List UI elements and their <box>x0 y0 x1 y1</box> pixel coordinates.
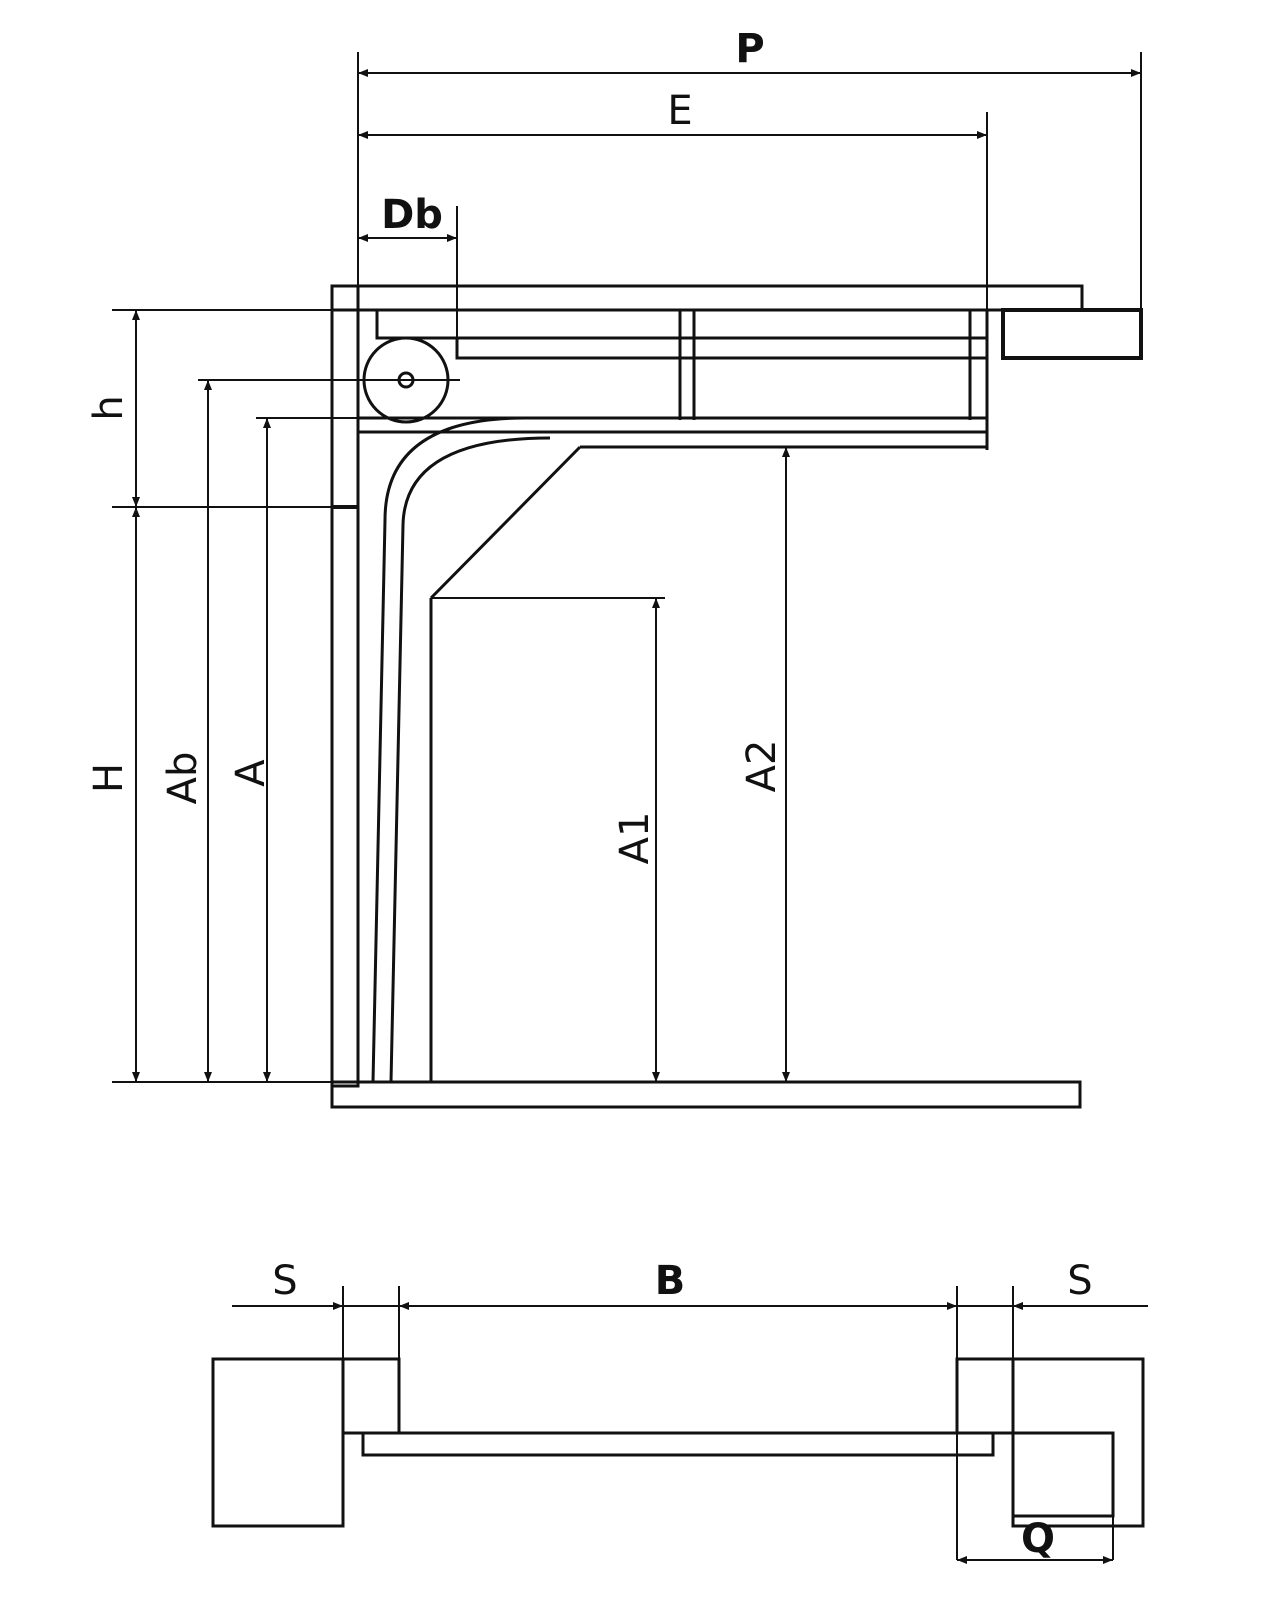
dimension-h: h <box>86 310 140 507</box>
dimension-Ab: Ab <box>160 380 212 1082</box>
dimension-A1: A1 <box>612 598 660 1082</box>
label-S-right: S <box>1067 1258 1092 1304</box>
plan-extension-lines <box>342 1286 1114 1560</box>
label-S-left: S <box>272 1258 297 1304</box>
inner-guide <box>429 445 665 1082</box>
label-h: h <box>86 395 132 420</box>
dimension-B: B <box>399 1258 957 1310</box>
label-Db: Db <box>381 192 443 238</box>
dimension-S-right: S <box>957 1258 1148 1310</box>
dimension-P: P <box>358 26 1141 77</box>
label-A: A <box>228 759 274 787</box>
plan-view: S B S Q <box>211 1258 1148 1564</box>
ceiling-beam <box>330 284 1084 312</box>
left-sideroom <box>341 1357 401 1435</box>
label-A1: A1 <box>612 812 658 865</box>
extension-lines <box>112 52 1142 1083</box>
label-B: B <box>655 1258 686 1304</box>
dimension-H: H <box>86 507 140 1082</box>
spring-drum-icon <box>352 336 460 424</box>
dimension-Db: Db <box>358 192 457 242</box>
dimension-A2: A2 <box>739 447 790 1082</box>
curved-track <box>358 416 551 1083</box>
label-P: P <box>735 26 764 72</box>
wall-post <box>330 284 360 1088</box>
label-Ab: Ab <box>160 752 206 805</box>
dimension-A: A <box>228 418 274 1082</box>
label-H: H <box>86 763 132 793</box>
left-wall-block <box>211 1357 345 1528</box>
dimension-Q: Q <box>957 1516 1113 1564</box>
label-A2: A2 <box>739 740 785 793</box>
dimension-E: E <box>358 88 987 139</box>
right-sideroom <box>955 1357 1015 1435</box>
dimension-S-left: S <box>232 1258 399 1310</box>
motor-block <box>1001 308 1143 360</box>
floor-slab <box>330 1080 1082 1109</box>
motor-housing <box>1013 1431 1115 1518</box>
side-view: P E Db h H Ab A <box>86 26 1143 1109</box>
label-Q: Q <box>1021 1516 1055 1562</box>
door-leaf <box>361 1431 995 1457</box>
label-E: E <box>667 88 692 134</box>
right-wall-block <box>1011 1357 1145 1528</box>
